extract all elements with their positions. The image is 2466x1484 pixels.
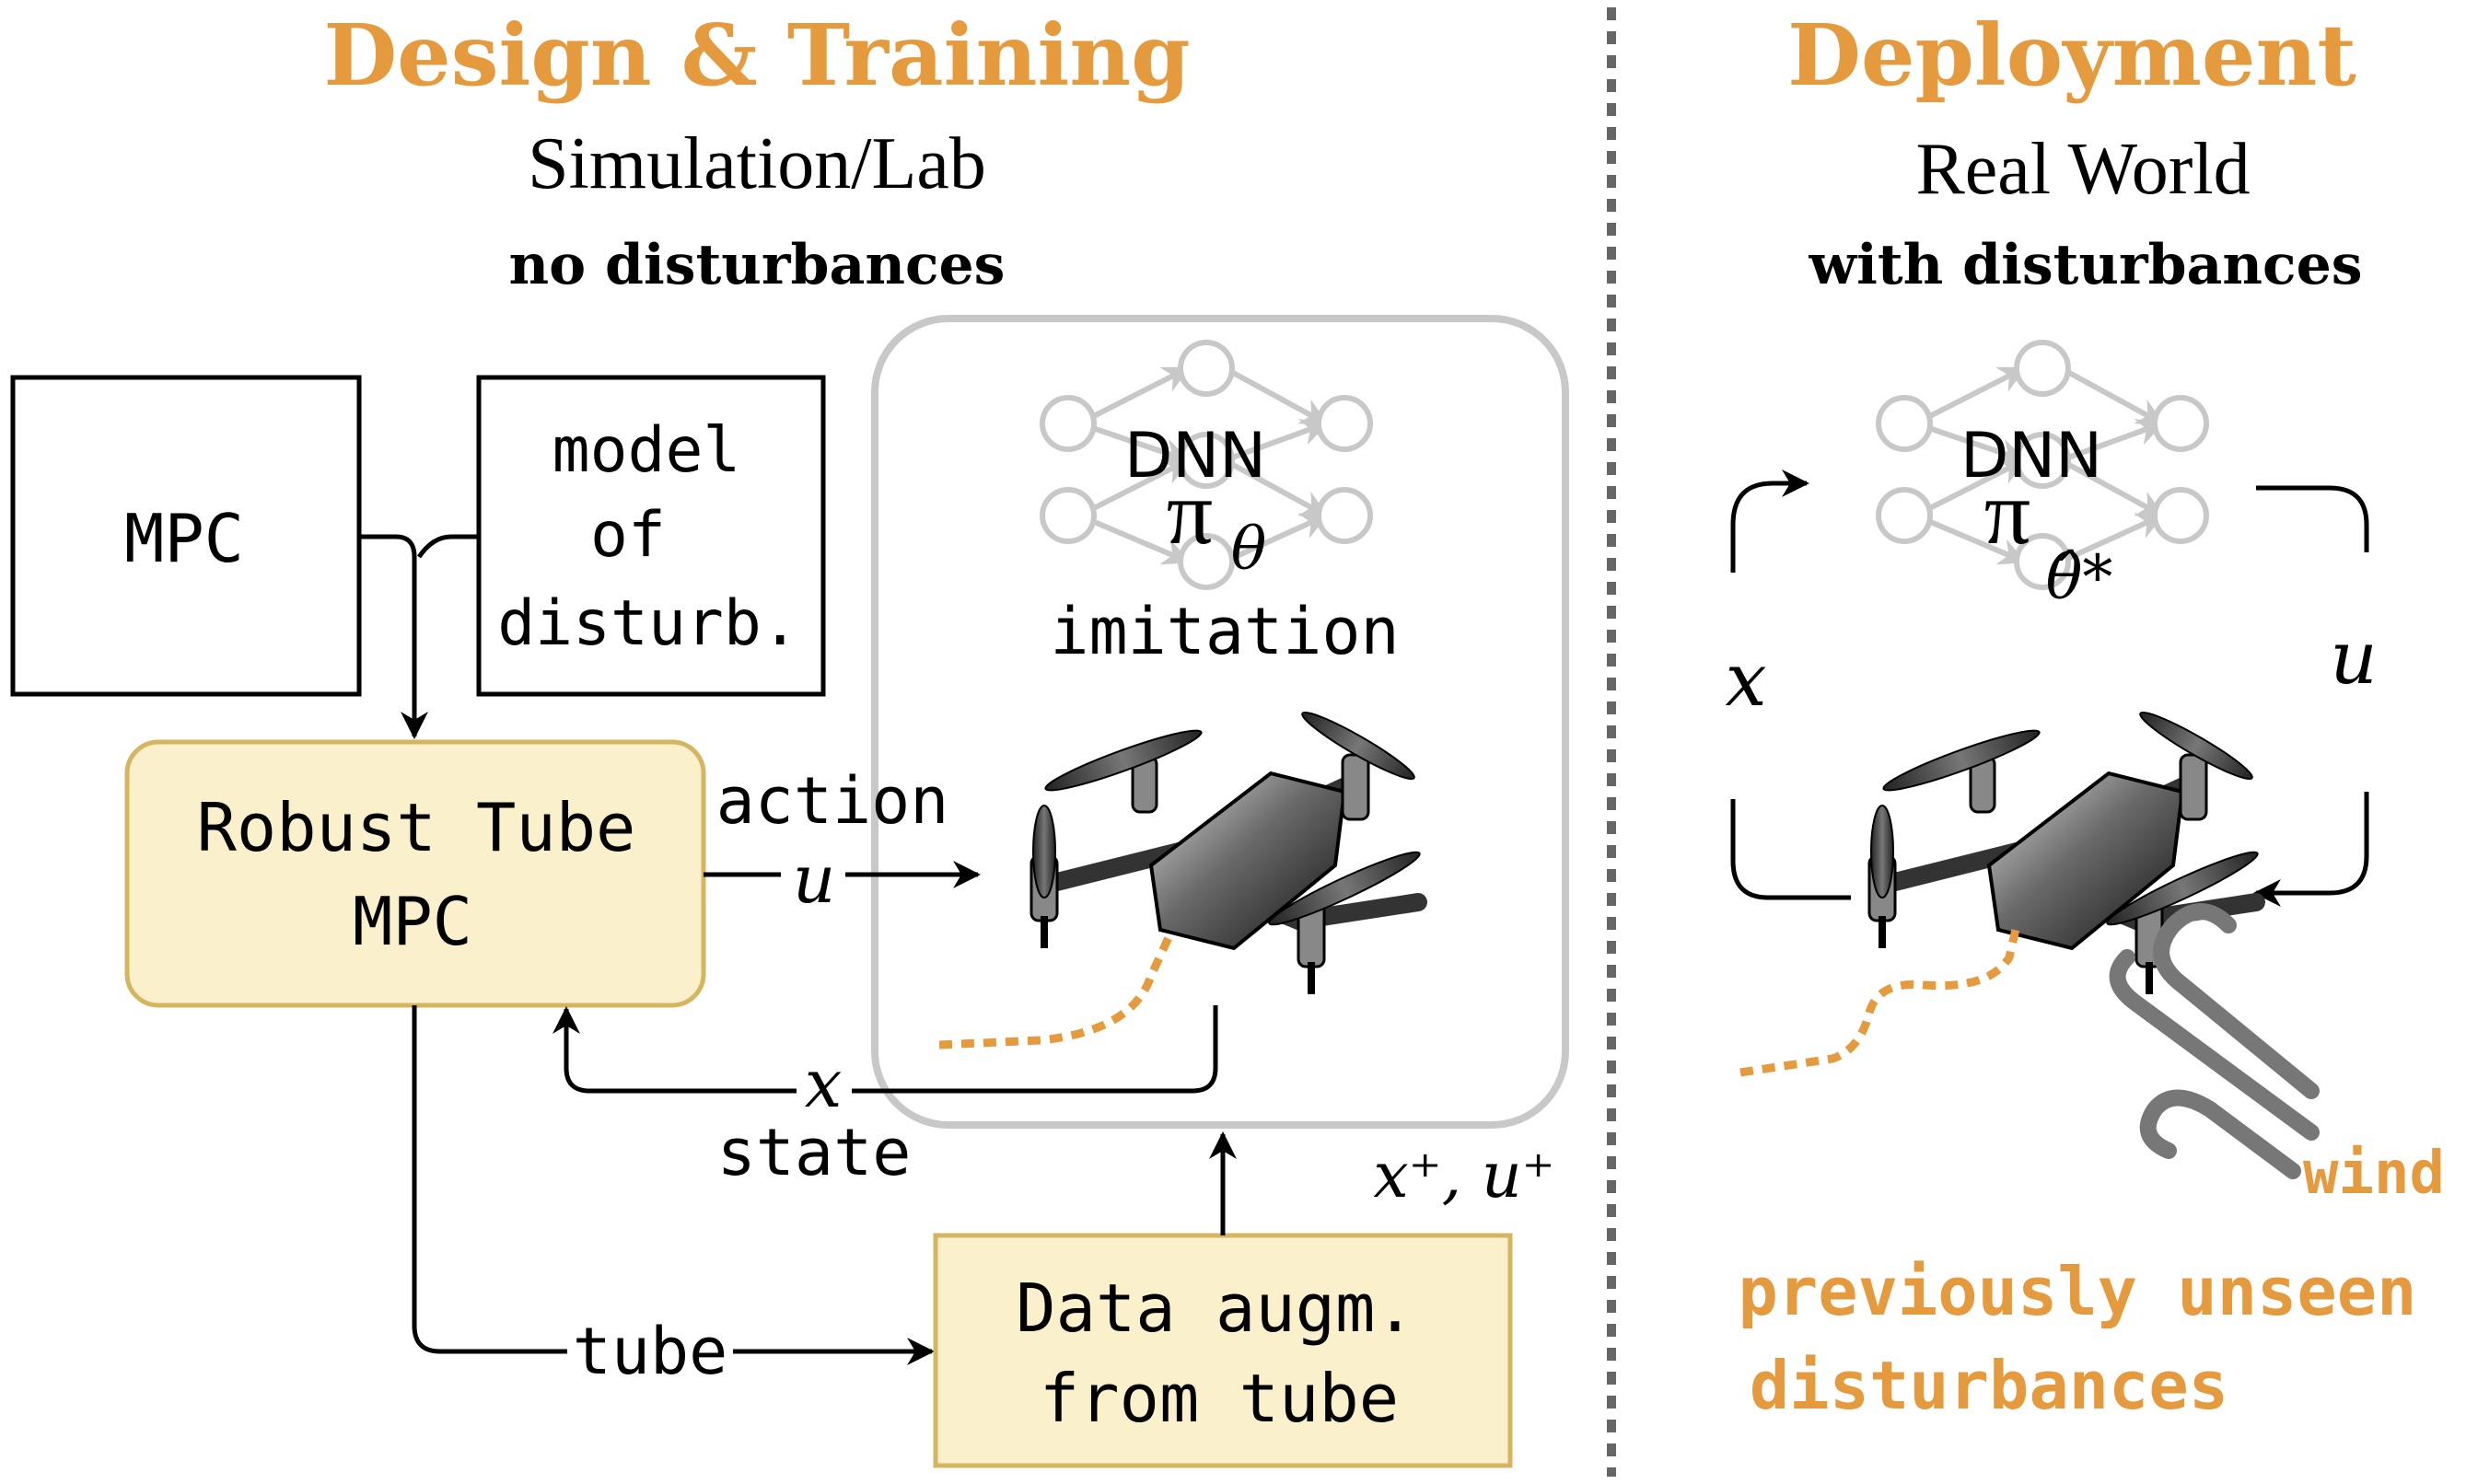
right-title: Deployment (1787, 6, 2356, 105)
state-symbol-bg (797, 1059, 852, 1114)
dnn-network-icon-right (1876, 340, 2209, 590)
dnn-network-icon (1040, 340, 1373, 590)
wind-icon (2109, 903, 2320, 1179)
action-output-arrow (2256, 485, 2369, 552)
left-policy-subscript: θ (1231, 516, 1267, 584)
robust-tube-mpc-line-2: MPC (353, 883, 472, 960)
right-subtitle: Real World (1915, 129, 2250, 210)
drone-icon-right (1867, 711, 2265, 994)
state-label: state (717, 1115, 912, 1190)
trajectory-right (1739, 923, 2021, 1077)
left-title: Design & Training (323, 6, 1190, 105)
robust-tube-mpc-box (124, 739, 706, 1008)
data-augmentation-line-2: from tube (1040, 1360, 1399, 1437)
augmented-data-label: x⁺, u⁺ (1373, 1140, 1554, 1212)
left-policy-symbol: π (1167, 461, 1214, 563)
left-subtitle: Simulation/Lab (528, 123, 986, 204)
data-augmentation-line-1: Data augm. (1016, 1270, 1414, 1347)
disturbance-model-box (476, 375, 826, 697)
action-label: action (716, 763, 949, 839)
left-dnn-label: DNN (1124, 420, 1266, 493)
action-symbol-bg (781, 842, 845, 907)
state-symbol: x (805, 1045, 843, 1122)
right-condition: with disturbances (1808, 233, 2362, 297)
right-state-symbol: x (1725, 637, 1766, 723)
model-to-robust-connector (416, 534, 479, 559)
state-input-arrow (1730, 470, 1809, 573)
imitation-label: imitation (1050, 594, 1399, 669)
state-feedback-arrow (553, 1005, 1218, 1094)
drone-to-state-line (1730, 799, 1851, 900)
right-policy-subscript: θ̂* (2046, 542, 2113, 613)
action-symbol: u (793, 841, 835, 918)
tube-arrow (412, 1005, 935, 1365)
data-augmentation-box (933, 1233, 1513, 1468)
right-dnn-label: DNN (1960, 420, 2102, 493)
mpc-to-robust-connector (359, 534, 428, 739)
wind-label: wind (2303, 1140, 2445, 1208)
unseen-disturbances-line-2: disturbances (1750, 1347, 2228, 1424)
right-action-symbol: u (2330, 615, 2378, 701)
trajectory-left (938, 930, 1176, 1049)
action-to-drone-arrow (2253, 792, 2369, 907)
tube-label-bg (567, 1316, 733, 1381)
mpc-box-label: MPC (124, 500, 244, 577)
unseen-disturbances-line-1: previously unseen (1739, 1253, 2417, 1330)
disturbance-model-line-2: of (590, 499, 666, 572)
imitation-frame (871, 315, 1569, 1129)
right-policy-symbol: π (1984, 461, 2031, 563)
disturbance-model-line-3: disturb. (497, 587, 799, 660)
robust-tube-mpc-line-1: Robust Tube (197, 789, 636, 866)
tube-label: tube (573, 1314, 728, 1389)
drone-icon-left (1029, 711, 1427, 994)
left-condition: no disturbances (509, 233, 1006, 297)
mpc-box (10, 375, 362, 697)
disturbance-model-line-1: model (553, 414, 741, 487)
